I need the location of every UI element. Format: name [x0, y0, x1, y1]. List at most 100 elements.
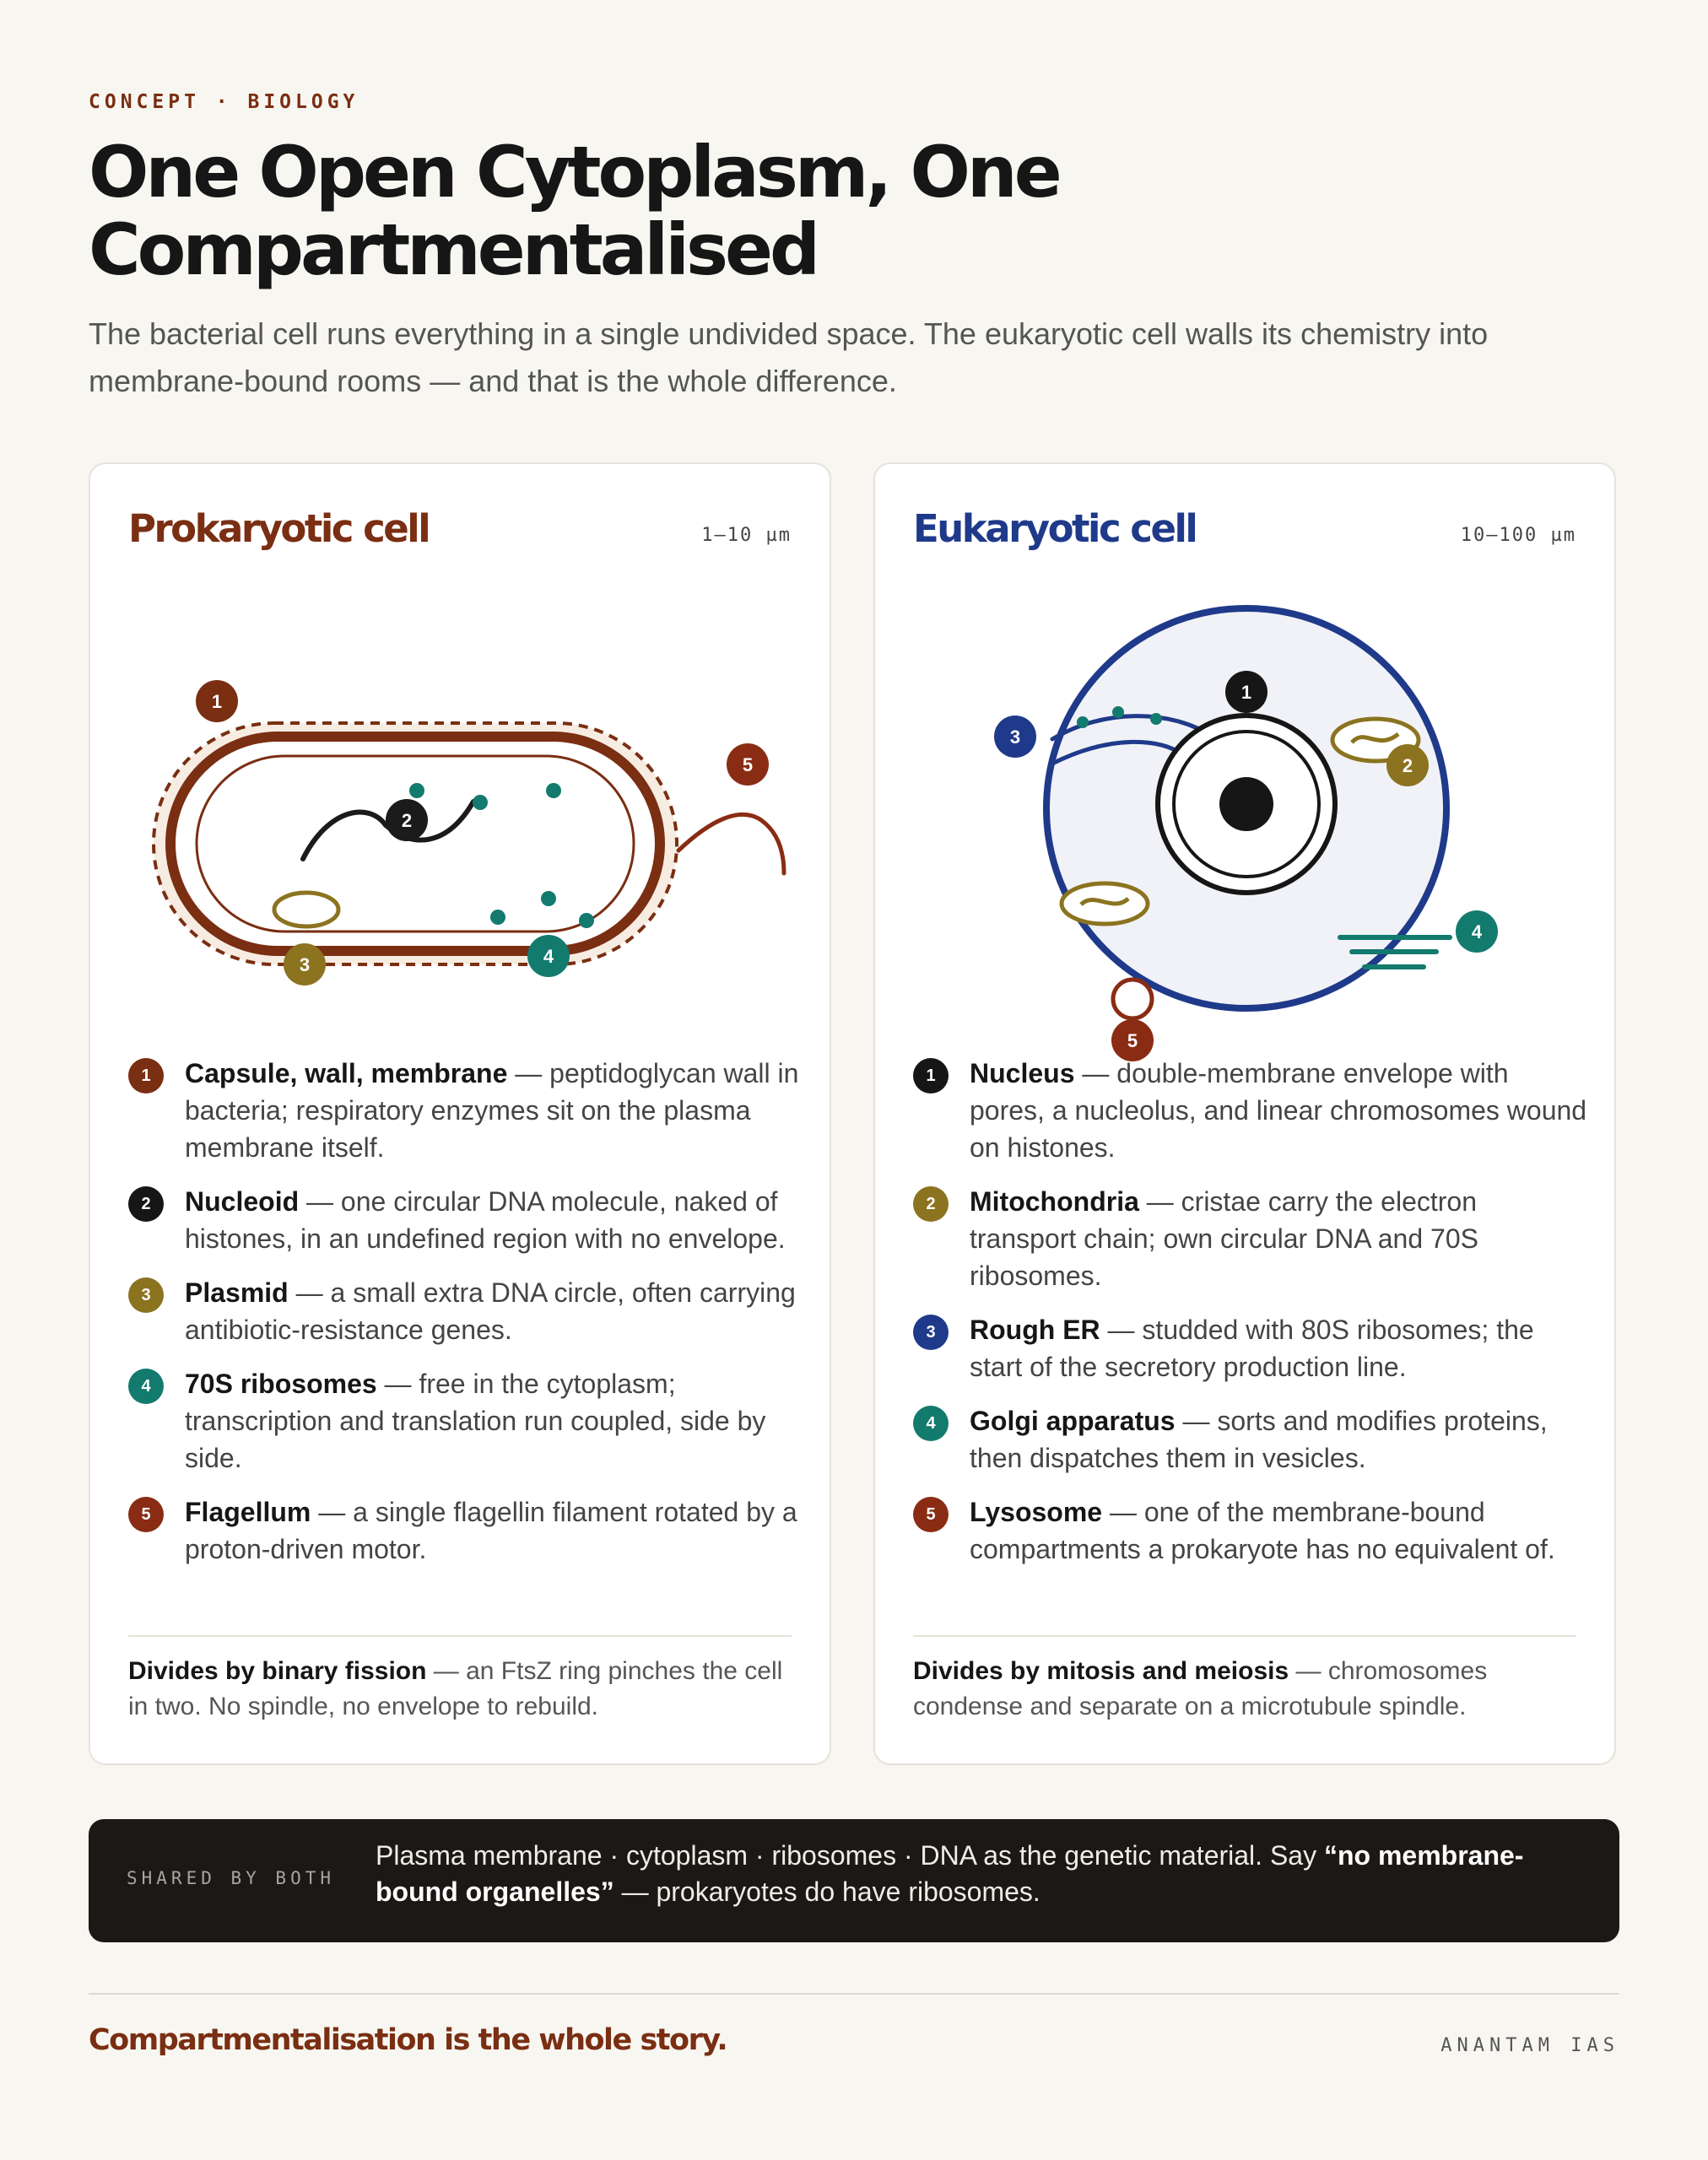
legend-number: 4 — [128, 1369, 164, 1404]
legend-description: — free in the cytoplasm; transcription a… — [185, 1369, 766, 1473]
ribosomes — [409, 783, 594, 928]
eukaryote-size: 10–100 µm — [1460, 525, 1576, 546]
brand: ANANTAM IAS — [1440, 2035, 1619, 2056]
svg-text:4: 4 — [543, 946, 554, 967]
svg-text:3: 3 — [300, 954, 310, 975]
tagline: Compartmentalisation is the whole story. — [89, 2023, 728, 2057]
eukaryote-divider — [913, 1635, 1576, 1637]
svg-text:1: 1 — [212, 691, 222, 712]
golgi-apparatus — [1338, 935, 1452, 969]
prokaryote-footnote: Divides by binary fission — an FtsZ ring… — [128, 1654, 795, 1725]
title-line-1: One Open Cytoplasm, One — [89, 131, 1062, 213]
shared-by-both-banner: SHARED BY BOTH Plasma membrane · cytopla… — [89, 1819, 1619, 1942]
legend-item: 4 70S ribosomes — free in the cytoplasm; … — [128, 1365, 803, 1477]
marker-1: 1 — [1225, 671, 1267, 713]
svg-text:4: 4 — [1472, 921, 1483, 942]
lysosome — [1111, 977, 1154, 1021]
plasma-membrane — [195, 754, 635, 933]
eukaryote-foot-bold: Divides by mitosis and meiosis — [913, 1657, 1289, 1685]
prokaryote-foot-bold: Divides by binary fission — [128, 1657, 427, 1685]
page-title: One Open Cytoplasm, One Compartmentalise… — [89, 131, 1062, 291]
legend-number: 1 — [128, 1058, 164, 1094]
title-line-2: Compartmentalised — [89, 208, 820, 291]
kicker: CONCEPT · BIOLOGY — [89, 91, 359, 113]
svg-text:3: 3 — [1010, 726, 1020, 748]
flagellum — [676, 812, 786, 876]
legend-description: — sorts and modifies proteins, then disp… — [970, 1406, 1548, 1473]
legend-name: Capsule, wall, membrane — [185, 1058, 508, 1088]
legend-name: Plasmid — [185, 1277, 289, 1308]
svg-text:2: 2 — [1403, 755, 1413, 776]
legend-item: 5 Lysosome — one of the membrane-bound co… — [913, 1493, 1588, 1568]
legend-number: 5 — [128, 1497, 164, 1532]
shared-label: SHARED BY BOTH — [127, 1868, 336, 1888]
marker-3: 3 — [994, 716, 1036, 758]
eukaryote-diagram: 1 2 3 4 5 — [994, 605, 1498, 1061]
cell-wall — [165, 732, 665, 956]
legend-description: — peptidoglycan wall in bacteria; respir… — [185, 1058, 799, 1163]
legend-item: 2 Mitochondria — cristae carry the electr… — [913, 1183, 1588, 1294]
eukaryote-footnote: Divides by mitosis and meiosis — chromos… — [913, 1654, 1580, 1725]
mitochondrion-2 — [1059, 881, 1150, 926]
legend-description: — one of the membrane-bound compartments… — [970, 1497, 1555, 1564]
svg-text:5: 5 — [1127, 1030, 1138, 1051]
marker-4: 4 — [1456, 910, 1498, 953]
legend-name: Mitochondria — [970, 1186, 1139, 1217]
legend-name: Rough ER — [970, 1315, 1100, 1345]
legend-description: — a small extra DNA circle, often carryi… — [185, 1277, 796, 1345]
legend-number: 3 — [128, 1277, 164, 1313]
legend-name: Nucleus — [970, 1058, 1075, 1088]
eukaryote-card: Eukaryotic cell 10–100 µm — [873, 462, 1616, 1765]
legend-name: Flagellum — [185, 1497, 311, 1527]
legend-item: 1 Nucleus — double-membrane envelope with… — [913, 1055, 1588, 1166]
prokaryote-divider — [128, 1635, 792, 1637]
prokaryote-size: 1–10 µm — [701, 525, 792, 546]
legend-item: 4 Golgi apparatus — sorts and modifies pr… — [913, 1402, 1588, 1477]
legend-description: — a single flagellin filament rotated by… — [185, 1497, 797, 1564]
svg-text:2: 2 — [402, 810, 412, 831]
legend-number: 2 — [913, 1186, 949, 1222]
eukaryote-title: Eukaryotic cell — [913, 506, 1198, 551]
legend-item: 2 Nucleoid — one circular DNA molecule, n… — [128, 1183, 803, 1257]
legend-name: Nucleoid — [185, 1186, 300, 1217]
shared-text-start: Plasma membrane · cytoplasm · ribosomes … — [376, 1840, 1324, 1871]
legend-name: 70S ribosomes — [185, 1369, 377, 1399]
shared-text: Plasma membrane · cytoplasm · ribosomes … — [376, 1838, 1591, 1910]
svg-text:1: 1 — [1241, 682, 1251, 703]
marker-2: 2 — [386, 799, 428, 841]
prokaryote-foot-text: — an FtsZ ring pinches the cell in two. … — [128, 1657, 783, 1720]
shared-text-bold: “no membrane-bound organelles” — [376, 1840, 1524, 1907]
er-ribosomes — [1077, 706, 1162, 728]
legend-description: — cristae carry the electron transport c… — [970, 1186, 1478, 1291]
legend-number: 2 — [128, 1186, 164, 1222]
eukaryote-legend: 1 Nucleus — double-membrane envelope with… — [913, 1055, 1588, 1585]
marker-5: 5 — [727, 743, 769, 786]
marker-5: 5 — [1111, 1019, 1154, 1061]
marker-2: 2 — [1386, 744, 1429, 786]
legend-item: 3 Rough ER — studded with 80S ribosomes; … — [913, 1311, 1588, 1385]
subtitle: The bacterial cell runs everything in a … — [89, 316, 1489, 398]
marker-4: 4 — [527, 935, 570, 977]
plasmid — [272, 890, 341, 929]
legend-description: — one circular DNA molecule, naked of hi… — [185, 1186, 786, 1254]
legend-number: 5 — [913, 1497, 949, 1532]
legend-name: Lysosome — [970, 1497, 1103, 1527]
nucleoid-dna — [300, 799, 476, 861]
legend-number: 1 — [913, 1058, 949, 1094]
svg-text:5: 5 — [743, 754, 753, 775]
legend-item: 1 Capsule, wall, membrane — peptidoglycan… — [128, 1055, 803, 1166]
legend-number: 3 — [913, 1315, 949, 1350]
legend-item: 5 Flagellum — a single flagellin filament… — [128, 1493, 803, 1568]
prokaryote-diagram: 1 2 3 4 5 — [152, 680, 786, 986]
legend-number: 4 — [913, 1406, 949, 1441]
legend-name: Golgi apparatus — [970, 1406, 1176, 1436]
prokaryote-legend: 1 Capsule, wall, membrane — peptidoglycan… — [128, 1055, 803, 1585]
marker-3: 3 — [284, 943, 326, 986]
prokaryote-title: Prokaryotic cell — [128, 506, 431, 551]
prokaryote-card: Prokaryotic cell 1–10 µm — [89, 462, 831, 1765]
legend-description: — studded with 80S ribosomes; the start … — [970, 1315, 1534, 1382]
nucleolus — [1219, 777, 1273, 831]
nucleus-inner — [1172, 730, 1321, 878]
legend-item: 3 Plasmid — a small extra DNA circle, oft… — [128, 1274, 803, 1348]
legend-description: — double-membrane envelope with pores, a… — [970, 1058, 1587, 1163]
